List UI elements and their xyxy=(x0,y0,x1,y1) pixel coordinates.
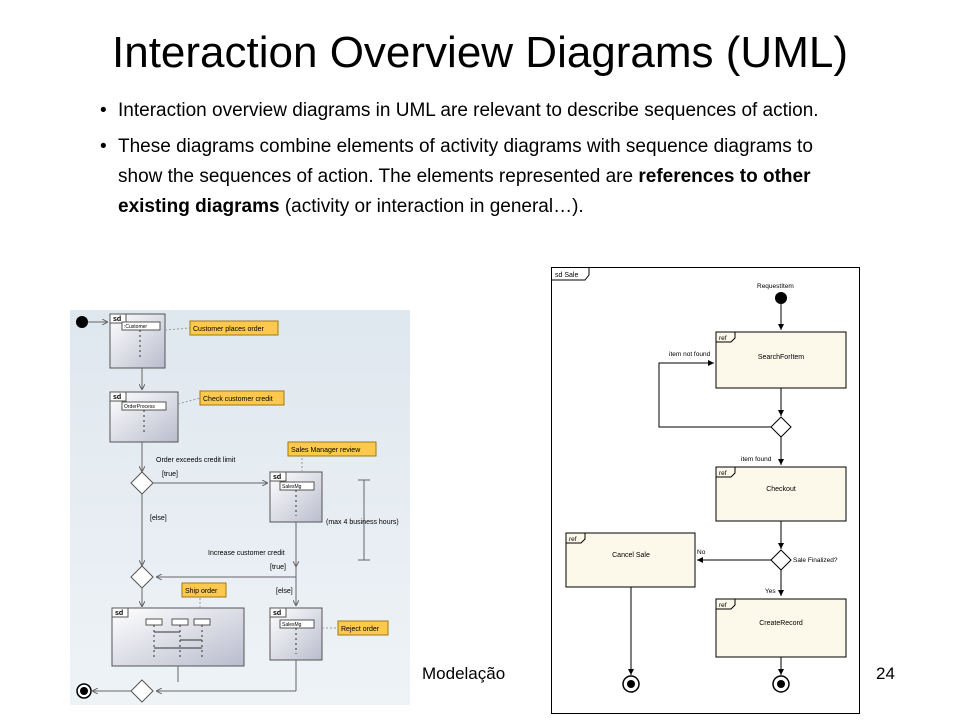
guard-label: item found xyxy=(741,456,772,463)
merge-node xyxy=(130,679,154,703)
svg-text:sd: sd xyxy=(113,316,121,323)
svg-text:Ship order: Ship order xyxy=(185,588,218,595)
svg-text:ref: ref xyxy=(719,335,727,342)
ref-frame: ref CreateRecord xyxy=(715,598,847,658)
footer-text: Modelação xyxy=(422,664,506,683)
bullet-emphasis: references to other existing diagrams xyxy=(118,166,811,217)
guard-label: [else] xyxy=(276,588,293,595)
bullet-item: • Interaction overview diagrams in UML a… xyxy=(100,96,860,126)
note: Sales Manager review xyxy=(287,441,377,472)
svg-text:Reject order: Reject order xyxy=(341,626,380,633)
svg-text:sd: sd xyxy=(273,474,281,481)
bullet-list: • Interaction overview diagrams in UML a… xyxy=(100,96,860,228)
guard-label: Yes xyxy=(765,588,776,595)
svg-text:CreateRecord: CreateRecord xyxy=(759,620,803,627)
sd-frame: sd SalesMg xyxy=(269,471,323,523)
ref-frame: ref Cancel Sale xyxy=(565,532,696,588)
ref-frame: ref SearchForItem xyxy=(715,331,847,389)
sd-frame: sd OrderProcess xyxy=(109,391,179,443)
start-label: RequestItem xyxy=(757,283,794,290)
svg-text:sd: sd xyxy=(273,610,281,617)
svg-text:ref: ref xyxy=(719,470,727,477)
sd-frame: sd xyxy=(111,607,245,667)
page-number: 24 xyxy=(876,664,895,683)
bullet-item: • These diagrams combine elements of act… xyxy=(100,132,860,222)
left-interaction-diagram: sd :Customer Customer places order sd Or… xyxy=(70,310,410,705)
guard-label: [true] xyxy=(270,564,286,571)
guard-label: No xyxy=(697,549,706,556)
slide-title: Interaction Overview Diagrams (UML) xyxy=(112,28,848,77)
guard-label: item not found xyxy=(669,351,711,358)
frame-label: sd Sale xyxy=(555,272,578,279)
guard-label: [else] xyxy=(150,515,167,522)
svg-text:ref: ref xyxy=(569,536,577,543)
guard-label: Order exceeds credit limit xyxy=(156,457,235,464)
svg-text::Customer: :Customer xyxy=(124,324,147,330)
note: Reject order xyxy=(322,620,389,636)
guard-label: [true] xyxy=(162,471,178,478)
bullet-text-end: (activity or interaction in general…). xyxy=(279,196,584,217)
note: Ship order xyxy=(181,582,227,608)
bullet-text: Interaction overview diagrams in UML are… xyxy=(118,100,819,121)
note: Check customer credit xyxy=(177,390,285,406)
svg-text:Customer places order: Customer places order xyxy=(193,326,264,333)
sd-frame: sd SalesMg xyxy=(269,607,323,661)
note: Customer places order xyxy=(164,320,279,336)
svg-text:OrderProcess: OrderProcess xyxy=(124,404,155,410)
initial-node xyxy=(775,292,787,304)
svg-text:SalesMg: SalesMg xyxy=(282,622,302,628)
bullet-dot: • xyxy=(100,100,107,121)
svg-text:SearchForItem: SearchForItem xyxy=(758,354,804,361)
ref-frame: ref Checkout xyxy=(715,466,847,522)
guard-label: Sale Finalized? xyxy=(793,557,838,564)
bullet-dot: • xyxy=(100,136,107,157)
svg-text:Cancel Sale: Cancel Sale xyxy=(612,552,650,559)
initial-node xyxy=(76,316,88,328)
right-interaction-diagram: sd Sale RequestItem ref SearchForItem it… xyxy=(551,267,860,714)
svg-text:Sales Manager review: Sales Manager review xyxy=(291,447,361,454)
svg-text:Checkout: Checkout xyxy=(766,486,796,493)
svg-text:sd: sd xyxy=(113,394,121,401)
svg-text:Check customer credit: Check customer credit xyxy=(203,396,273,403)
svg-text:SalesMg: SalesMg xyxy=(282,484,302,490)
guard-label: Increase customer credit xyxy=(208,550,285,557)
svg-text:ref: ref xyxy=(719,602,727,609)
bullet-text: These diagrams combine elements of activ… xyxy=(118,136,813,187)
guard-label: (max 4 business hours) xyxy=(326,519,399,526)
svg-text:sd: sd xyxy=(115,610,123,617)
sd-frame: sd :Customer xyxy=(109,313,166,369)
